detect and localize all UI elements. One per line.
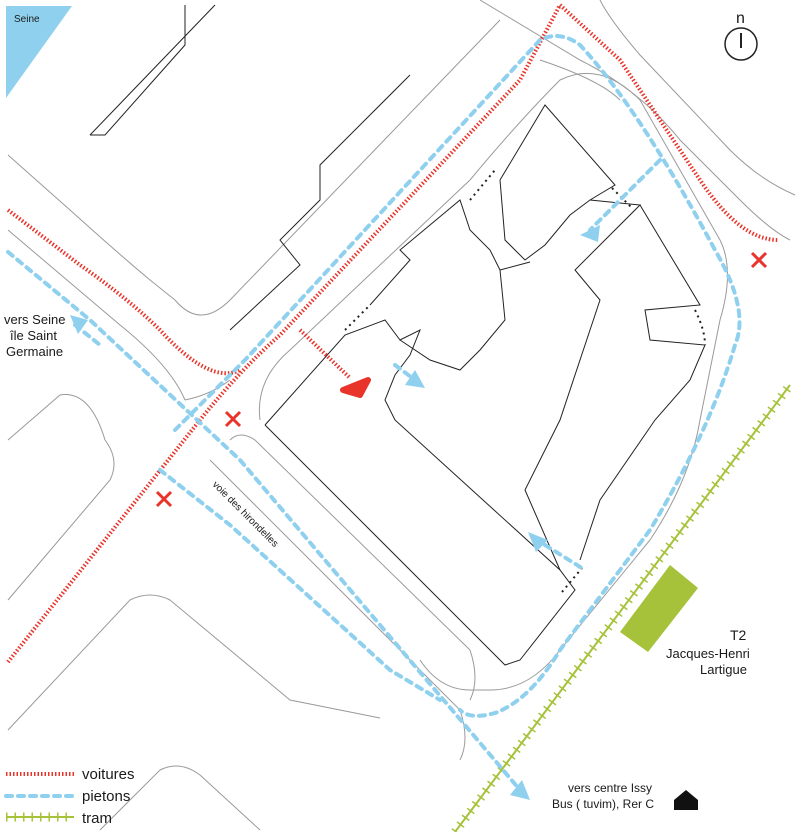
pedestrian-routes (6, 34, 742, 792)
vers-seine-line3: Germaine (6, 344, 63, 359)
building-outlines (89, 4, 706, 666)
t2-station-line3: Lartigue (700, 662, 747, 677)
north-label: n (736, 10, 745, 27)
north-arrow: n (724, 10, 758, 61)
house-icon (674, 790, 698, 810)
legend-pietons: pietons (82, 788, 130, 805)
tram-line (451, 382, 794, 832)
vers-seine-line2: île Saint (9, 328, 57, 343)
legend-tram: tram (82, 810, 112, 827)
building-openings (344, 169, 706, 593)
vers-seine-line1: vers Seine (4, 312, 65, 327)
issy-line2: Bus ( tuvim), Rer C (552, 797, 654, 811)
legend-voitures: voitures (82, 766, 135, 783)
tram-stop-t2 (620, 565, 698, 652)
legend: voitures pietons tram (4, 766, 135, 827)
car-entry-arrow (340, 377, 371, 398)
seine-water (6, 6, 72, 98)
street-curbs (7, 0, 796, 831)
crossing-markers (155, 251, 768, 508)
t2-station-line2: Jacques-Henri (666, 646, 750, 661)
t2-label: T2 (730, 627, 747, 643)
map-labels: vers Seine île Saint Germaine voie des h… (4, 312, 750, 811)
issy-line1: vers centre Issy (568, 781, 652, 795)
pedestrian-arrows (70, 225, 600, 800)
car-routes (6, 3, 779, 664)
seine-label: Seine (14, 14, 40, 25)
